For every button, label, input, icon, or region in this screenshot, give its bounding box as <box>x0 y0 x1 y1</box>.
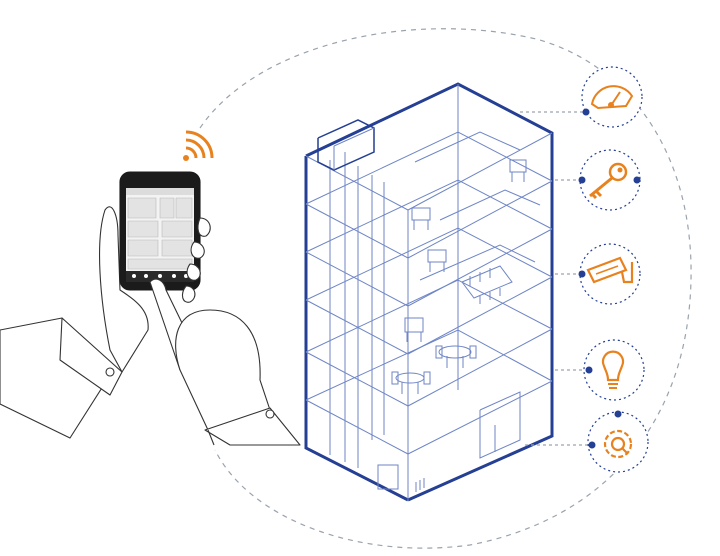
building <box>304 82 554 502</box>
cufflink-right <box>265 409 275 419</box>
lightbulb-icon[interactable] <box>583 339 645 401</box>
wifi-icon <box>183 130 214 161</box>
hands-with-phone <box>0 130 301 446</box>
cctv-camera-icon[interactable] <box>578 243 641 305</box>
smartphone[interactable] <box>119 171 201 291</box>
app-tiles <box>127 197 193 270</box>
service-icons <box>520 66 649 473</box>
gear-icon[interactable] <box>587 410 649 473</box>
cufflink-left <box>105 367 115 377</box>
key-icon[interactable] <box>578 149 641 211</box>
gauge-icon[interactable] <box>581 66 643 128</box>
furniture <box>377 159 527 492</box>
